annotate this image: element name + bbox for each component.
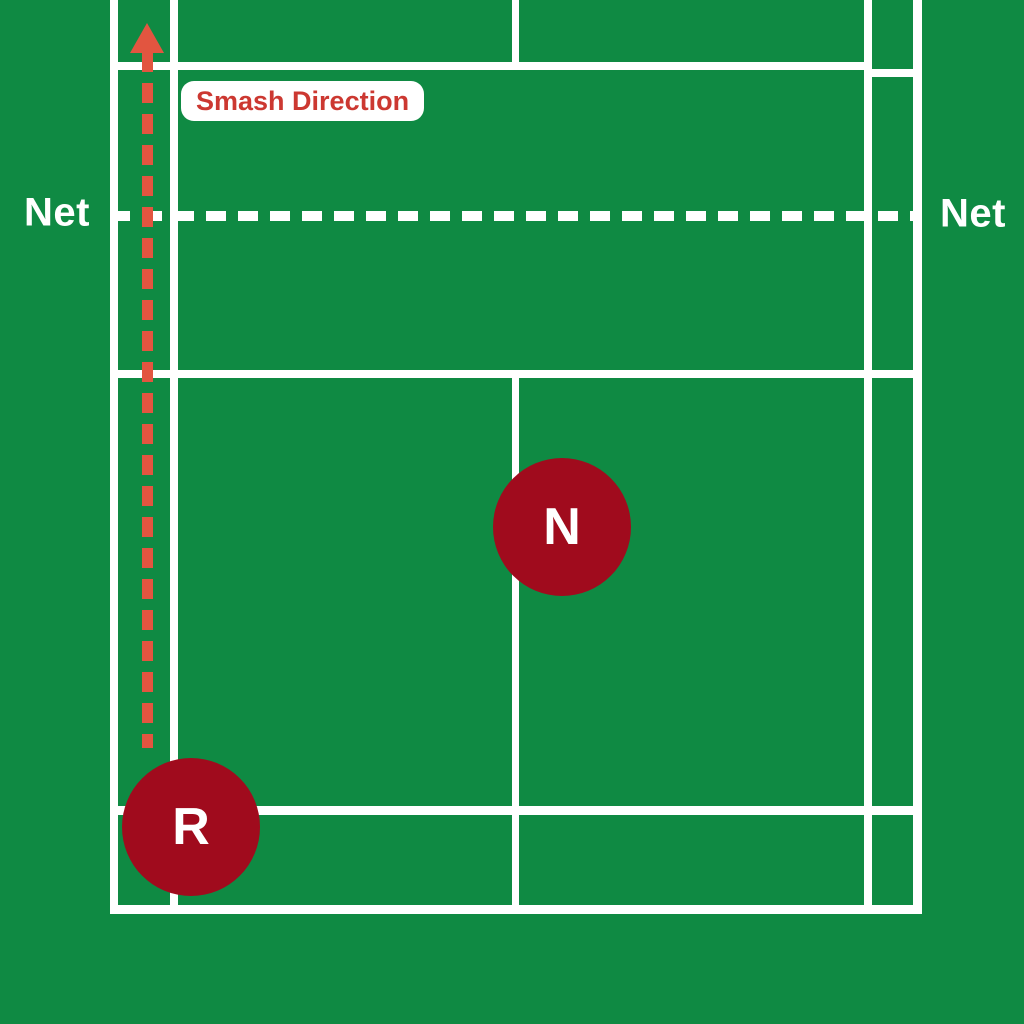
player-marker-r-label: R <box>172 798 210 856</box>
center-line-top <box>512 0 519 70</box>
doubles-long-service-line <box>110 806 922 815</box>
net-line <box>110 211 922 221</box>
center-line-bottom <box>512 372 519 913</box>
bottom-short-service-line <box>110 370 922 378</box>
left-singles-sideline <box>170 0 178 913</box>
right-singles-sideline <box>864 0 872 913</box>
player-marker-n-label: N <box>543 498 581 556</box>
top-short-service-line <box>110 62 872 70</box>
left-doubles-sideline <box>110 0 118 913</box>
player-marker-n: N <box>493 458 631 596</box>
baseline <box>110 905 922 914</box>
top-short-service-line-right-segment <box>866 69 922 77</box>
smash-direction-label: Smash Direction <box>181 81 425 121</box>
smash-arrow-head-icon <box>130 23 164 53</box>
net-label-left: Net <box>24 190 90 235</box>
smash-arrow-stem <box>142 52 153 748</box>
right-doubles-sideline <box>913 0 922 913</box>
player-marker-r: R <box>122 758 260 896</box>
net-label-right: Net <box>940 191 1006 236</box>
